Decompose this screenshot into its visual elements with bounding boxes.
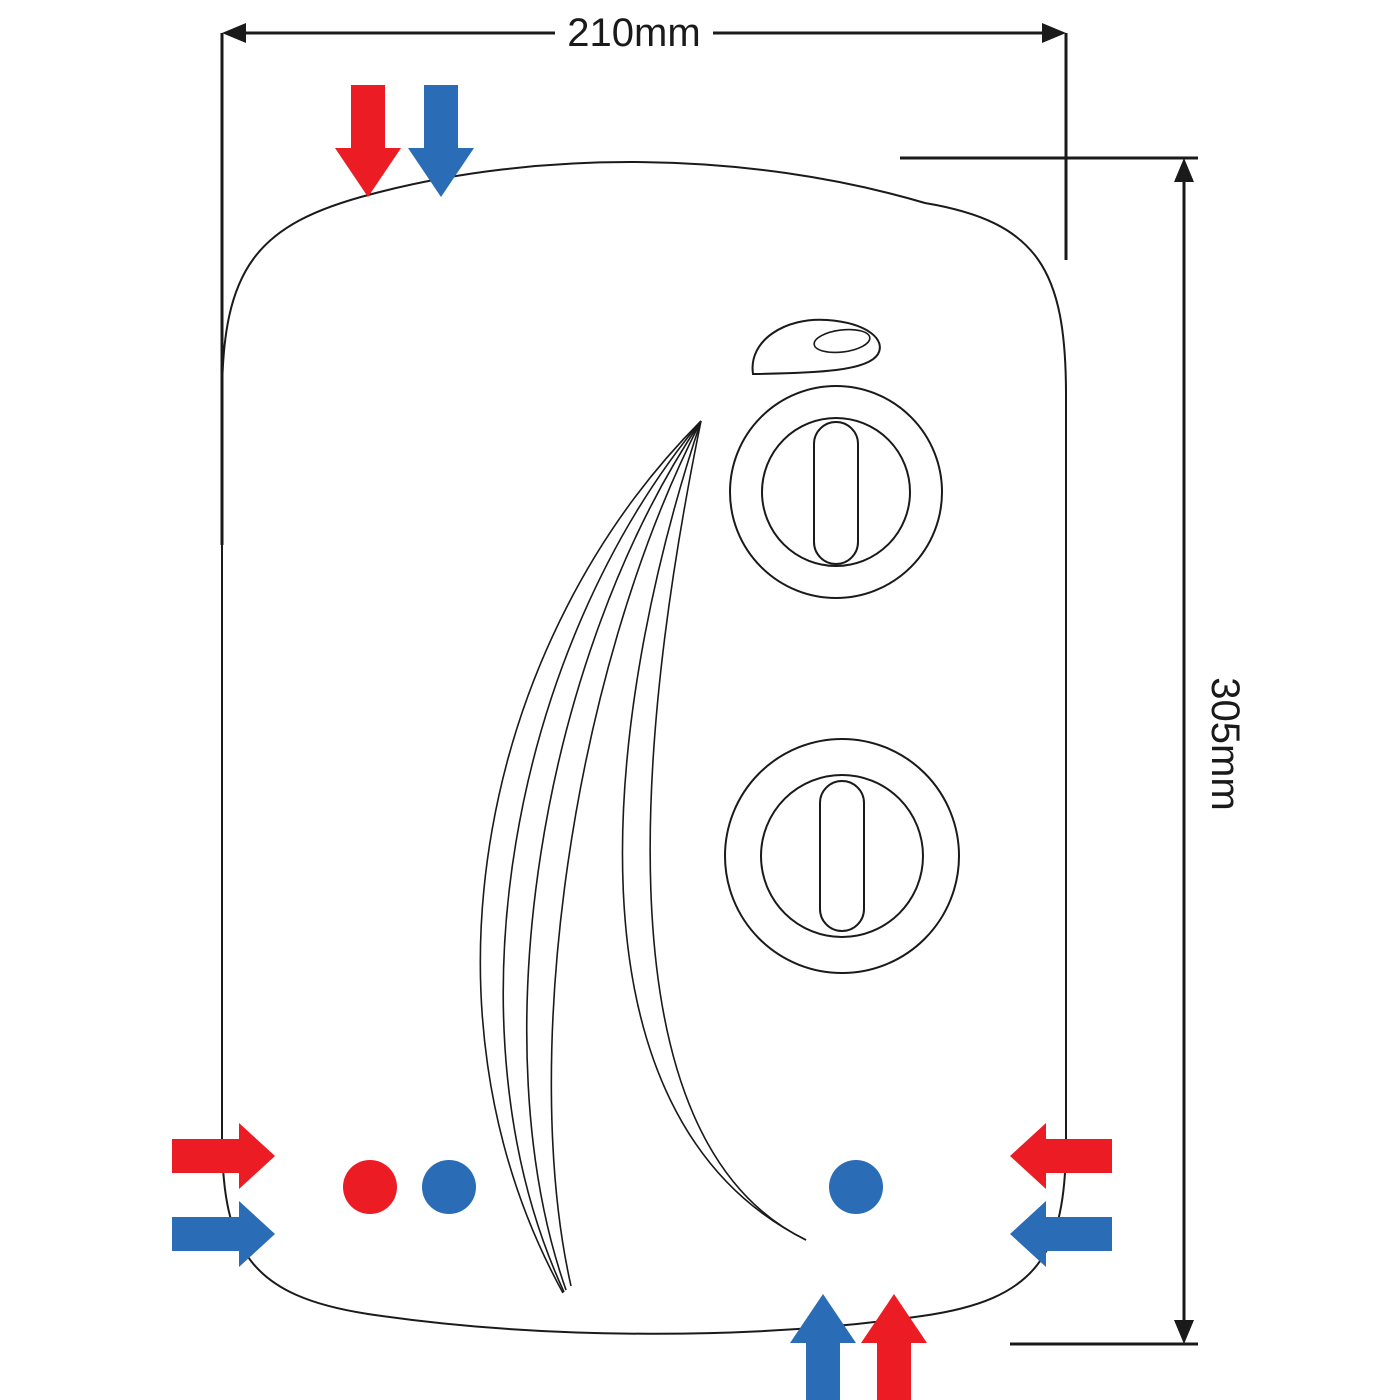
- height-arrowhead-top: [1174, 158, 1194, 182]
- hot-point-icon: [343, 1160, 397, 1214]
- height-dimension: 305mm: [900, 156, 1247, 1346]
- connection-points: [343, 1160, 883, 1214]
- swoosh-line: [502, 420, 702, 1293]
- right-inlet-arrows: [1010, 1123, 1112, 1267]
- cold-point-left-icon: [422, 1160, 476, 1214]
- height-arrowhead-bottom: [1174, 1320, 1194, 1344]
- top-inlet-arrows: [335, 85, 474, 197]
- water-swoosh: [479, 420, 807, 1294]
- width-dimension-label: 210mm: [567, 11, 700, 55]
- teardrop-outline: [751, 318, 881, 376]
- unit-body-outline: [221, 161, 1067, 1335]
- lower-dial-outer-ring: [724, 738, 960, 974]
- cold-left-arrow-icon: [1010, 1201, 1112, 1267]
- swoosh-line: [479, 420, 702, 1294]
- cold-right-arrow-icon: [172, 1201, 275, 1267]
- swoosh-line: [526, 420, 702, 1291]
- hot-up-arrow-icon: [861, 1294, 927, 1400]
- cold-point-right-icon: [829, 1160, 883, 1214]
- upper-dial-handle: [813, 421, 859, 565]
- hot-down-arrow-icon: [335, 85, 401, 197]
- cold-down-arrow-icon: [408, 85, 474, 197]
- upper-dial-inner-ring: [761, 417, 911, 567]
- width-arrowhead-right: [1042, 23, 1066, 43]
- width-arrowhead-left: [222, 23, 246, 43]
- hot-left-arrow-icon: [1010, 1123, 1112, 1189]
- height-dimension-label: 305mm: [1203, 677, 1247, 810]
- hot-right-arrow-icon: [172, 1123, 275, 1189]
- teardrop-inner: [813, 328, 871, 354]
- bottom-inlet-arrows: [790, 1294, 927, 1400]
- left-inlet-arrows: [172, 1123, 275, 1267]
- lower-dial-inner-ring: [760, 774, 924, 938]
- teardrop-emblem: [751, 318, 881, 376]
- lower-dial-handle: [819, 780, 865, 932]
- upper-dial: [729, 385, 943, 599]
- swoosh-line: [621, 420, 807, 1241]
- swoosh-line: [649, 420, 807, 1241]
- cold-up-arrow-icon: [790, 1294, 856, 1400]
- lower-dial: [724, 738, 960, 974]
- swoosh-line: [550, 420, 702, 1287]
- width-dimension: 210mm: [220, 11, 1068, 545]
- upper-dial-outer-ring: [729, 385, 943, 599]
